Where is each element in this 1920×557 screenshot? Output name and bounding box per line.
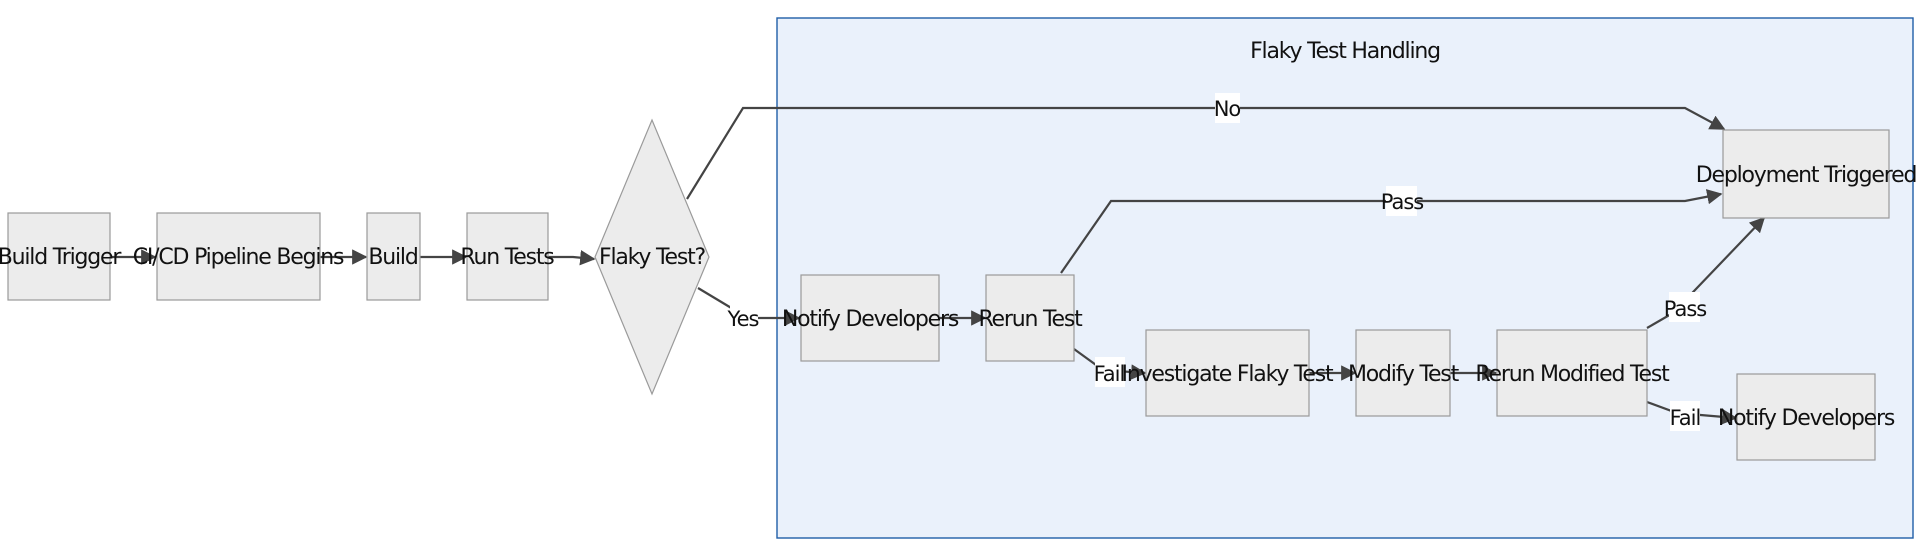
node-run-tests: Run Tests [460,212,556,301]
node-rerun-test: Rerun Test [978,274,1084,362]
edge-label-fail-rerun: Fail [1094,362,1125,386]
node-rerun-modified-label: Rerun Modified Test [1475,362,1670,387]
cluster-title: Flaky Test Handling [1250,39,1440,64]
node-pipeline-begins: CI/CD Pipeline Begins [133,212,345,301]
node-rerun-test-label: Rerun Test [978,307,1083,332]
edge-label-yes: Yes [727,307,759,331]
node-investigate-flaky-test: Investigate Flaky Test [1122,329,1335,417]
cluster-box [776,17,1914,539]
node-build-label: Build [368,245,417,270]
edge-flaky-no [686,106,1726,200]
node-pipeline-begins-label: CI/CD Pipeline Begins [133,245,344,270]
node-deployment-label: Deployment Triggered [1696,163,1916,188]
node-build-trigger: Build Trigger [0,212,124,301]
node-flaky-test-label: Flaky Test? [599,245,706,270]
edge-label-fail-rerun-modified: Fail [1670,406,1701,430]
node-flaky-test-decision: Flaky Test? [594,118,710,396]
node-build-trigger-label: Build Trigger [0,245,122,270]
node-modify-test-label: Modify Test [1348,362,1460,387]
node-notify-developers-2-label: Notify Developers [1718,406,1895,431]
node-notify-developers-1-label: Notify Developers [782,307,959,332]
node-investigate-label: Investigate Flaky Test [1122,362,1335,387]
node-deployment-triggered: Deployment Triggered [1696,129,1917,219]
node-notify-developers-2: Notify Developers [1718,373,1896,461]
cluster-flaky-test-handling: Flaky Test Handling [776,17,1914,539]
edge-runtests-to-flaky [548,250,596,266]
nodes: Build Trigger CI/CD Pipeline Begins Buil… [0,118,1917,461]
node-notify-developers-1: Notify Developers [782,274,960,362]
edge-label-pass-rerun: Pass [1381,190,1424,214]
node-run-tests-label: Run Tests [460,245,554,270]
edge-labels: No Yes Pass Fail Pass Fail [727,93,1707,431]
node-rerun-modified-test: Rerun Modified Test [1475,329,1671,417]
node-build: Build [366,212,421,301]
edge-label-no: No [1214,97,1241,121]
edge-label-pass-rerun-modified: Pass [1664,297,1707,321]
node-modify-test: Modify Test [1348,329,1461,417]
